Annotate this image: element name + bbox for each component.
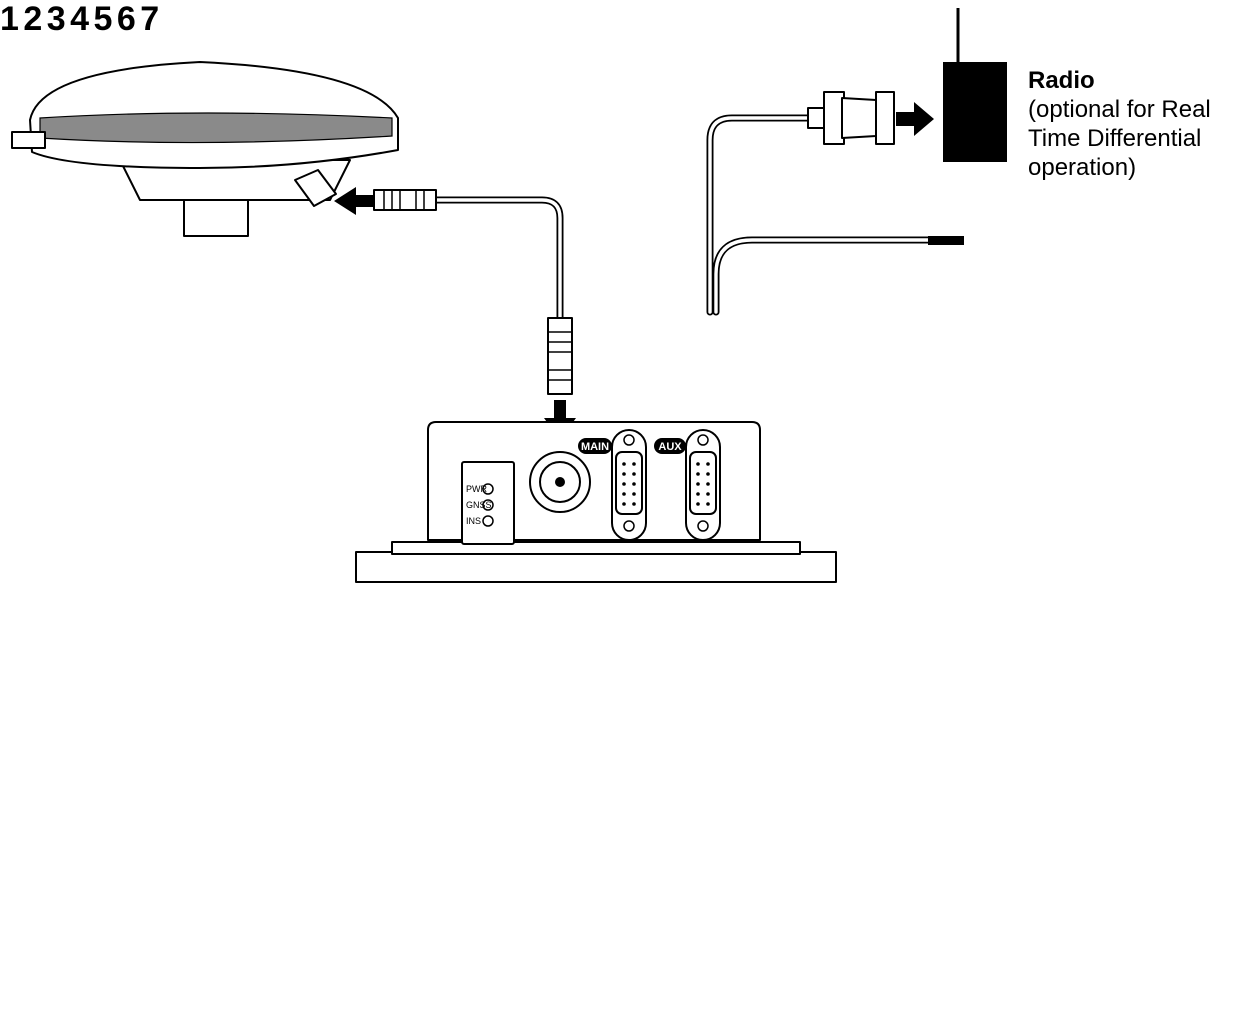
callout-5: 5 <box>94 0 117 38</box>
callout-6-number: 6 <box>116 0 136 38</box>
callout-4-number: 4 <box>70 0 90 38</box>
radio-label: Radio (optional for Real Time Differenti… <box>1028 66 1236 182</box>
tnc-connector-icon <box>547 317 573 395</box>
led-label-gnss: GNSS <box>466 500 492 510</box>
aux-radio-cable <box>706 114 964 316</box>
callout-3-number: 3 <box>46 0 66 38</box>
callout-5-number: 5 <box>93 0 113 38</box>
callout-7-number: 7 <box>140 0 160 38</box>
arrow-to-main-port: 1 2 3 4 5 6 7 Radio (optional for Real T… <box>0 0 1211 181</box>
receiver-box-icon <box>355 421 837 583</box>
led-label-pwr: PWR <box>466 484 487 494</box>
callout-7: 7 <box>140 0 159 38</box>
arrow-to-antenna <box>334 187 378 215</box>
radio-description: (optional for Real Time Differential ope… <box>1028 96 1211 181</box>
led-label-ins: INS <box>466 516 481 526</box>
port-label-aux: AUX <box>658 441 682 453</box>
radio-icon <box>943 8 1007 162</box>
antenna-cable <box>373 189 573 395</box>
callout-1-number: 1 <box>0 0 19 38</box>
arrow-to-radio <box>896 102 934 136</box>
arrow-to-laptop: 1 2 3 4 5 6 7 Radio (optional for Real T… <box>0 0 1211 181</box>
db9-connector-icon <box>807 91 895 145</box>
port-label-main: MAIN <box>581 441 609 453</box>
arrow-to-battery: 1 2 3 4 5 6 7 Radio (optional for Real T… <box>0 0 1211 181</box>
callout-2: 2 <box>23 0 46 38</box>
callout-1: 1 <box>0 0 23 38</box>
callout-6: 6 <box>117 0 140 38</box>
arrow-to-main-antenna-port <box>544 400 576 440</box>
callout-4: 4 <box>70 0 93 38</box>
arrow-to-aux-port: 1 2 3 4 5 6 7 Radio (optional for Real T… <box>0 0 1211 181</box>
tnc-connector-icon <box>373 189 437 211</box>
gnss-antenna-icon <box>11 61 399 237</box>
radio-title: Radio <box>1028 67 1095 94</box>
callout-3: 3 <box>47 0 70 38</box>
callout-2-number: 2 <box>23 0 43 38</box>
